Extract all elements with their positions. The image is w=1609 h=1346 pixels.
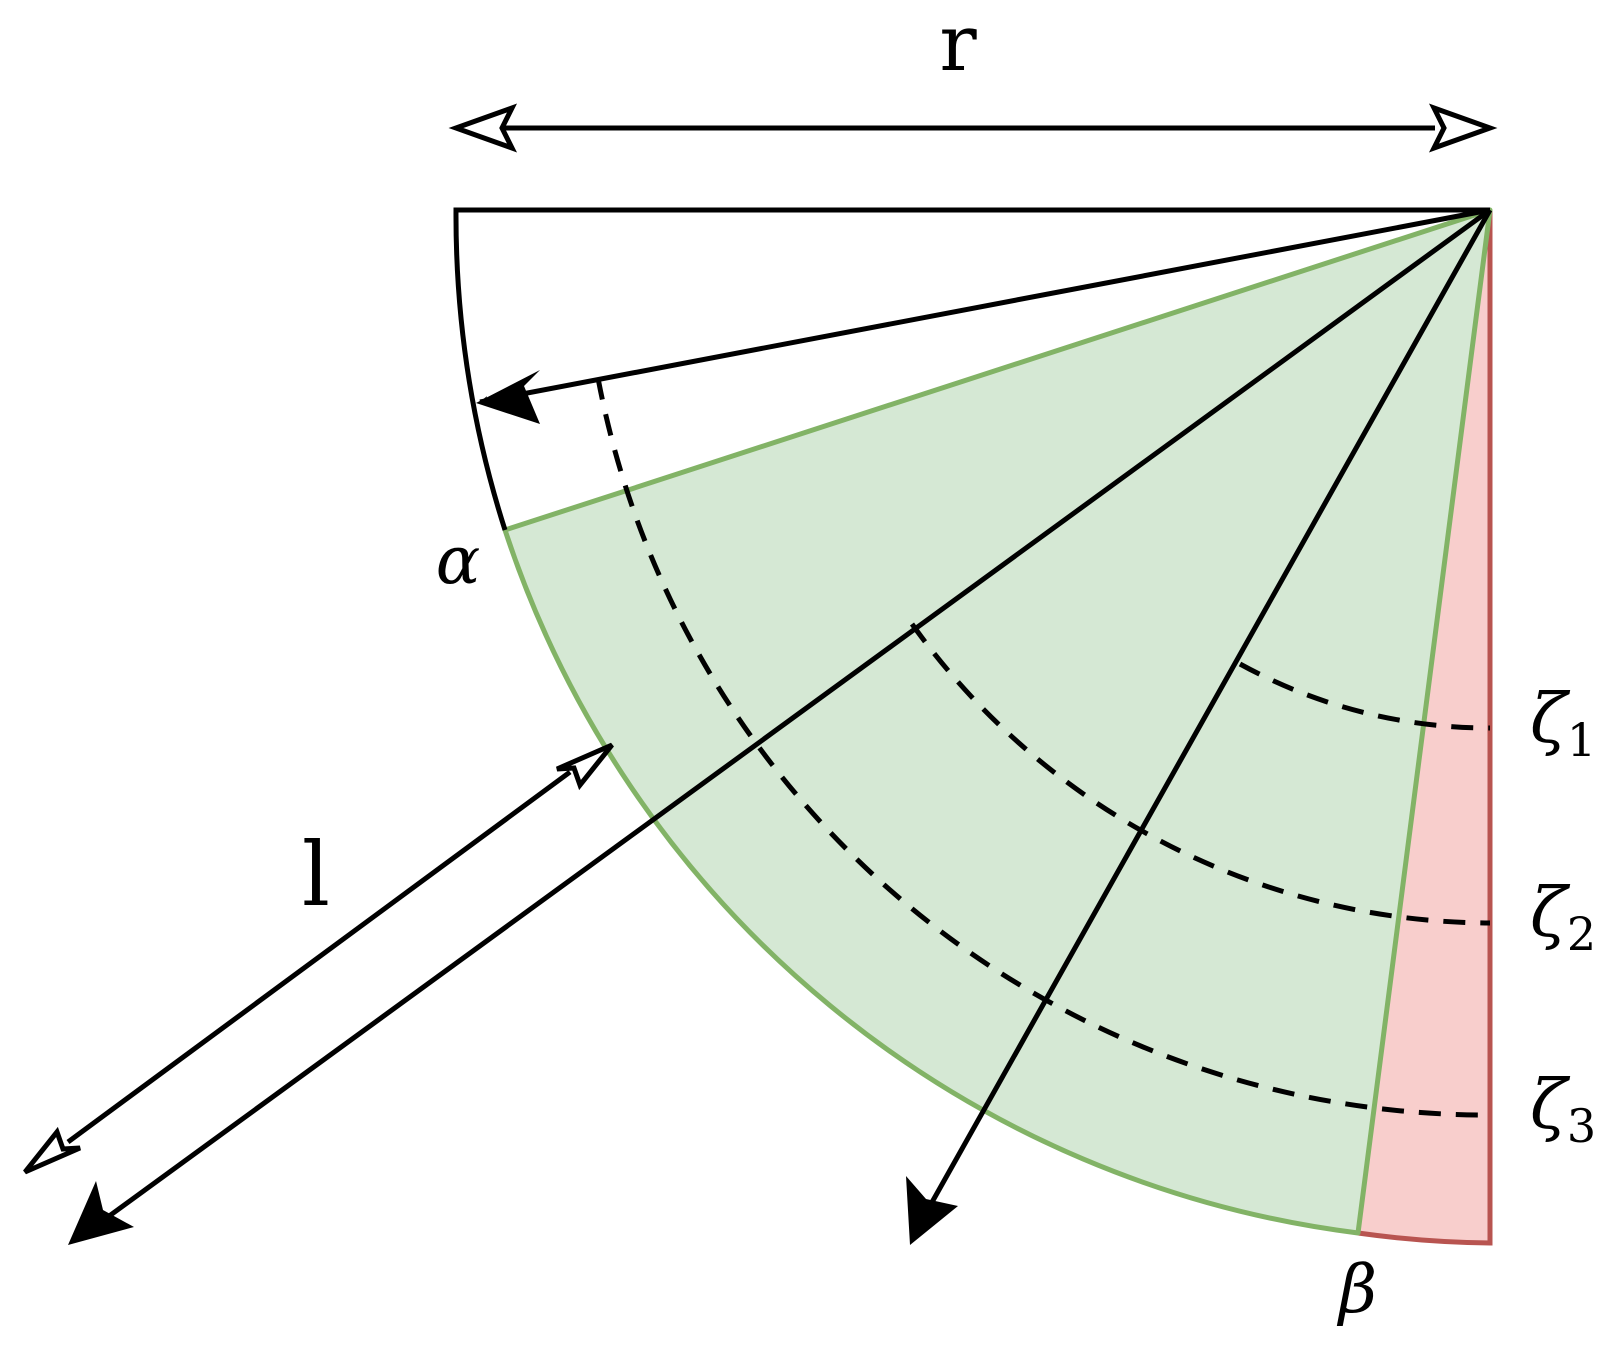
label-beta: β [1336, 1251, 1377, 1328]
sector-outline [453, 207, 1490, 531]
label-zeta1: ζ1 [1530, 680, 1596, 767]
radial-arrow-1 [479, 207, 1491, 405]
label-l: l [302, 823, 330, 926]
zeta1-symbol: ζ [1530, 680, 1571, 759]
radial-arrow-2-head [68, 1181, 134, 1245]
zeta2-symbol: ζ [1530, 874, 1571, 953]
label-alpha: α [436, 522, 481, 599]
dashed-arc-outer [595, 377, 1491, 1118]
label-zeta2: ζ2 [1530, 874, 1596, 961]
radial-arrow-3 [919, 208, 1493, 1222]
l-top-arrowhead [556, 742, 614, 791]
label-r: r [939, 0, 977, 89]
zeta1-subscript: 1 [1567, 713, 1596, 767]
l-dimension-line [66, 769, 572, 1145]
radial-arrow-2 [88, 207, 1492, 1233]
label-zeta3: ζ3 [1530, 1066, 1596, 1153]
l-bottom-arrowhead [23, 1126, 81, 1175]
red-sector-edge [1357, 210, 1493, 1246]
zeta3-symbol: ζ [1530, 1066, 1571, 1145]
r-left-arrowhead [448, 103, 518, 153]
zeta3-subscript: 3 [1567, 1099, 1596, 1153]
dashed-arc-zeta1 [1238, 661, 1491, 731]
zeta2-subscript: 2 [1567, 907, 1596, 961]
radial-arrow-1-head [476, 370, 540, 424]
r-right-arrowhead [1428, 103, 1498, 153]
dashed-arc-zeta2 [909, 622, 1491, 926]
radial-arrow-3-head [906, 1176, 958, 1245]
